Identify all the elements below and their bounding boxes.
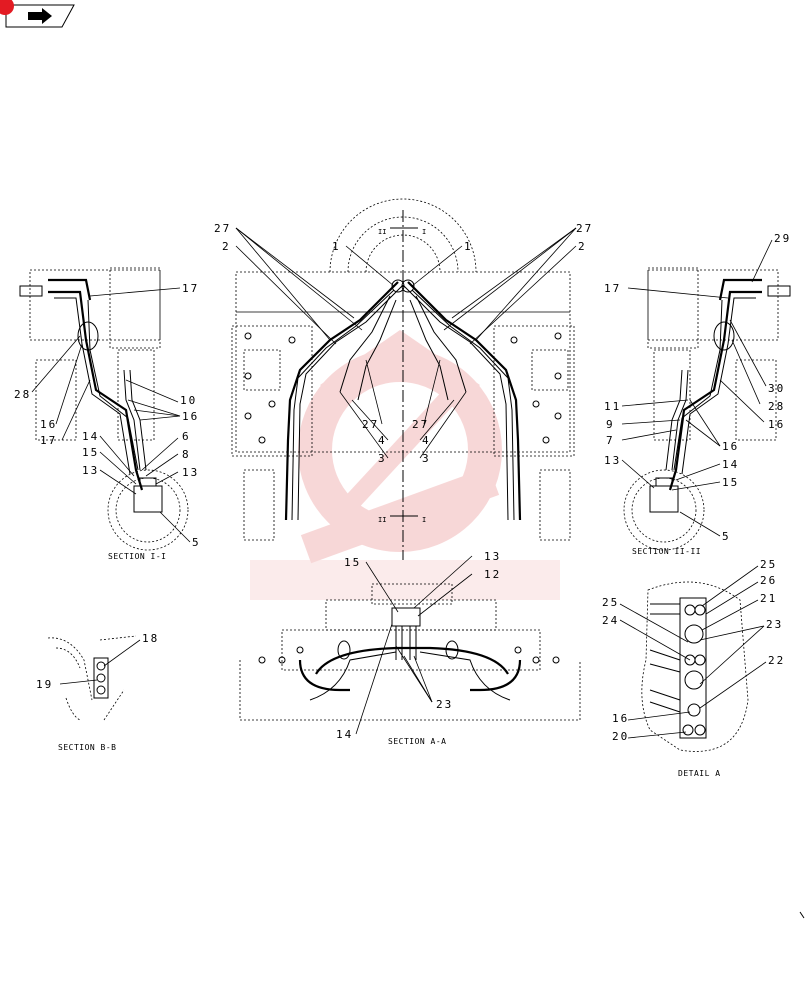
section-aa-view xyxy=(239,583,581,721)
section-ii-leaders xyxy=(621,239,773,537)
section-i-view xyxy=(19,267,189,551)
callout-27-right: 27 xyxy=(576,222,593,235)
det-callout-16: 16 xyxy=(612,712,629,725)
s2-callout-11: 11 xyxy=(604,400,621,413)
s1-callout-8: 8 xyxy=(182,448,191,461)
detail-a-view xyxy=(641,581,749,752)
callout-4-right: 4 xyxy=(422,434,431,447)
callout-1-left: 1 xyxy=(332,240,341,253)
s1-callout-10: 10 xyxy=(180,394,197,407)
s2-callout-30: 30 xyxy=(768,382,785,395)
caption-detail-a: DETAIL A xyxy=(678,769,721,778)
s1-callout-17-top: 17 xyxy=(182,282,199,295)
det-callout-25-top: 25 xyxy=(760,558,777,571)
s2-callout-13: 13 xyxy=(604,454,621,467)
s1-callout-16-left: 16 xyxy=(40,418,57,431)
callout-27-center-right: 27 xyxy=(412,418,429,431)
section-ii-view xyxy=(623,267,791,551)
callout-3-left: 3 xyxy=(378,452,387,465)
s1-callout-6: 6 xyxy=(182,430,191,443)
section-mark-ii-bottom: II xyxy=(378,516,386,524)
det-callout-22: 22 xyxy=(768,654,785,667)
det-callout-20: 20 xyxy=(612,730,629,743)
section-mark-i-top: I xyxy=(422,228,426,236)
aa-callout-13: 13 xyxy=(484,550,501,563)
aa-callout-12: 12 xyxy=(484,568,501,581)
s1-callout-13-left: 13 xyxy=(82,464,99,477)
bb-leader-18 xyxy=(103,639,141,667)
det-callout-26: 26 xyxy=(760,574,777,587)
section-bb-view xyxy=(47,635,137,721)
s2-callout-17: 17 xyxy=(604,282,621,295)
navigation-button[interactable] xyxy=(0,0,76,29)
s1-callout-17: 17 xyxy=(40,434,57,447)
section-aa-leaders xyxy=(355,555,473,735)
s2-callout-16-right: 16 xyxy=(768,418,785,431)
s1-callout-28: 28 xyxy=(14,388,31,401)
caption-section-bb: SECTION B-B xyxy=(58,743,116,752)
det-callout-25: 25 xyxy=(602,596,619,609)
s2-callout-7: 7 xyxy=(606,434,615,447)
s2-callout-16-mid: 16 xyxy=(722,440,739,453)
aa-callout-15: 15 xyxy=(344,556,361,569)
s1-callout-16-right: 16 xyxy=(182,410,199,423)
det-callout-21: 21 xyxy=(760,592,777,605)
section-mark-i-bottom: I xyxy=(422,516,426,524)
section-i-leaders xyxy=(31,287,191,543)
caption-section-ii: SECTION II-II xyxy=(632,547,701,556)
callout-27-left: 27 xyxy=(214,222,231,235)
callout-2-left: 2 xyxy=(222,240,231,253)
s1-callout-14: 14 xyxy=(82,430,99,443)
s2-callout-5: 5 xyxy=(722,530,731,543)
detail-a-leaders xyxy=(619,565,767,739)
s2-callout-28: 28 xyxy=(768,400,785,413)
s2-callout-29: 29 xyxy=(774,232,791,245)
callout-2-right: 2 xyxy=(578,240,587,253)
s1-callout-13-right: 13 xyxy=(182,466,199,479)
watermark-logo xyxy=(250,330,560,600)
callout-27-center-left: 27 xyxy=(362,418,379,431)
aa-callout-14: 14 xyxy=(336,728,353,741)
caption-section-i: SECTION I-I xyxy=(108,552,166,561)
aa-callout-23: 23 xyxy=(436,698,453,711)
arrow-icon xyxy=(5,4,75,28)
section-mark-ii-top: II xyxy=(378,228,386,236)
caption-section-aa: SECTION A-A xyxy=(388,737,446,746)
main-leaders xyxy=(235,227,577,459)
s2-callout-14: 14 xyxy=(722,458,739,471)
callout-3-right: 3 xyxy=(422,452,431,465)
s2-callout-9: 9 xyxy=(606,418,615,431)
s2-callout-15: 15 xyxy=(722,476,739,489)
notification-badge xyxy=(0,0,14,15)
s1-callout-5: 5 xyxy=(192,536,201,549)
main-view xyxy=(231,198,575,560)
det-callout-23: 23 xyxy=(766,618,783,631)
bb-callout-18: 18 xyxy=(142,632,159,645)
corner-mark xyxy=(799,911,805,919)
bb-leader-19 xyxy=(59,679,98,685)
callout-1-right: 1 xyxy=(464,240,473,253)
det-callout-24: 24 xyxy=(602,614,619,627)
callout-4-left: 4 xyxy=(378,434,387,447)
bb-callout-19: 19 xyxy=(36,678,53,691)
s1-callout-15: 15 xyxy=(82,446,99,459)
